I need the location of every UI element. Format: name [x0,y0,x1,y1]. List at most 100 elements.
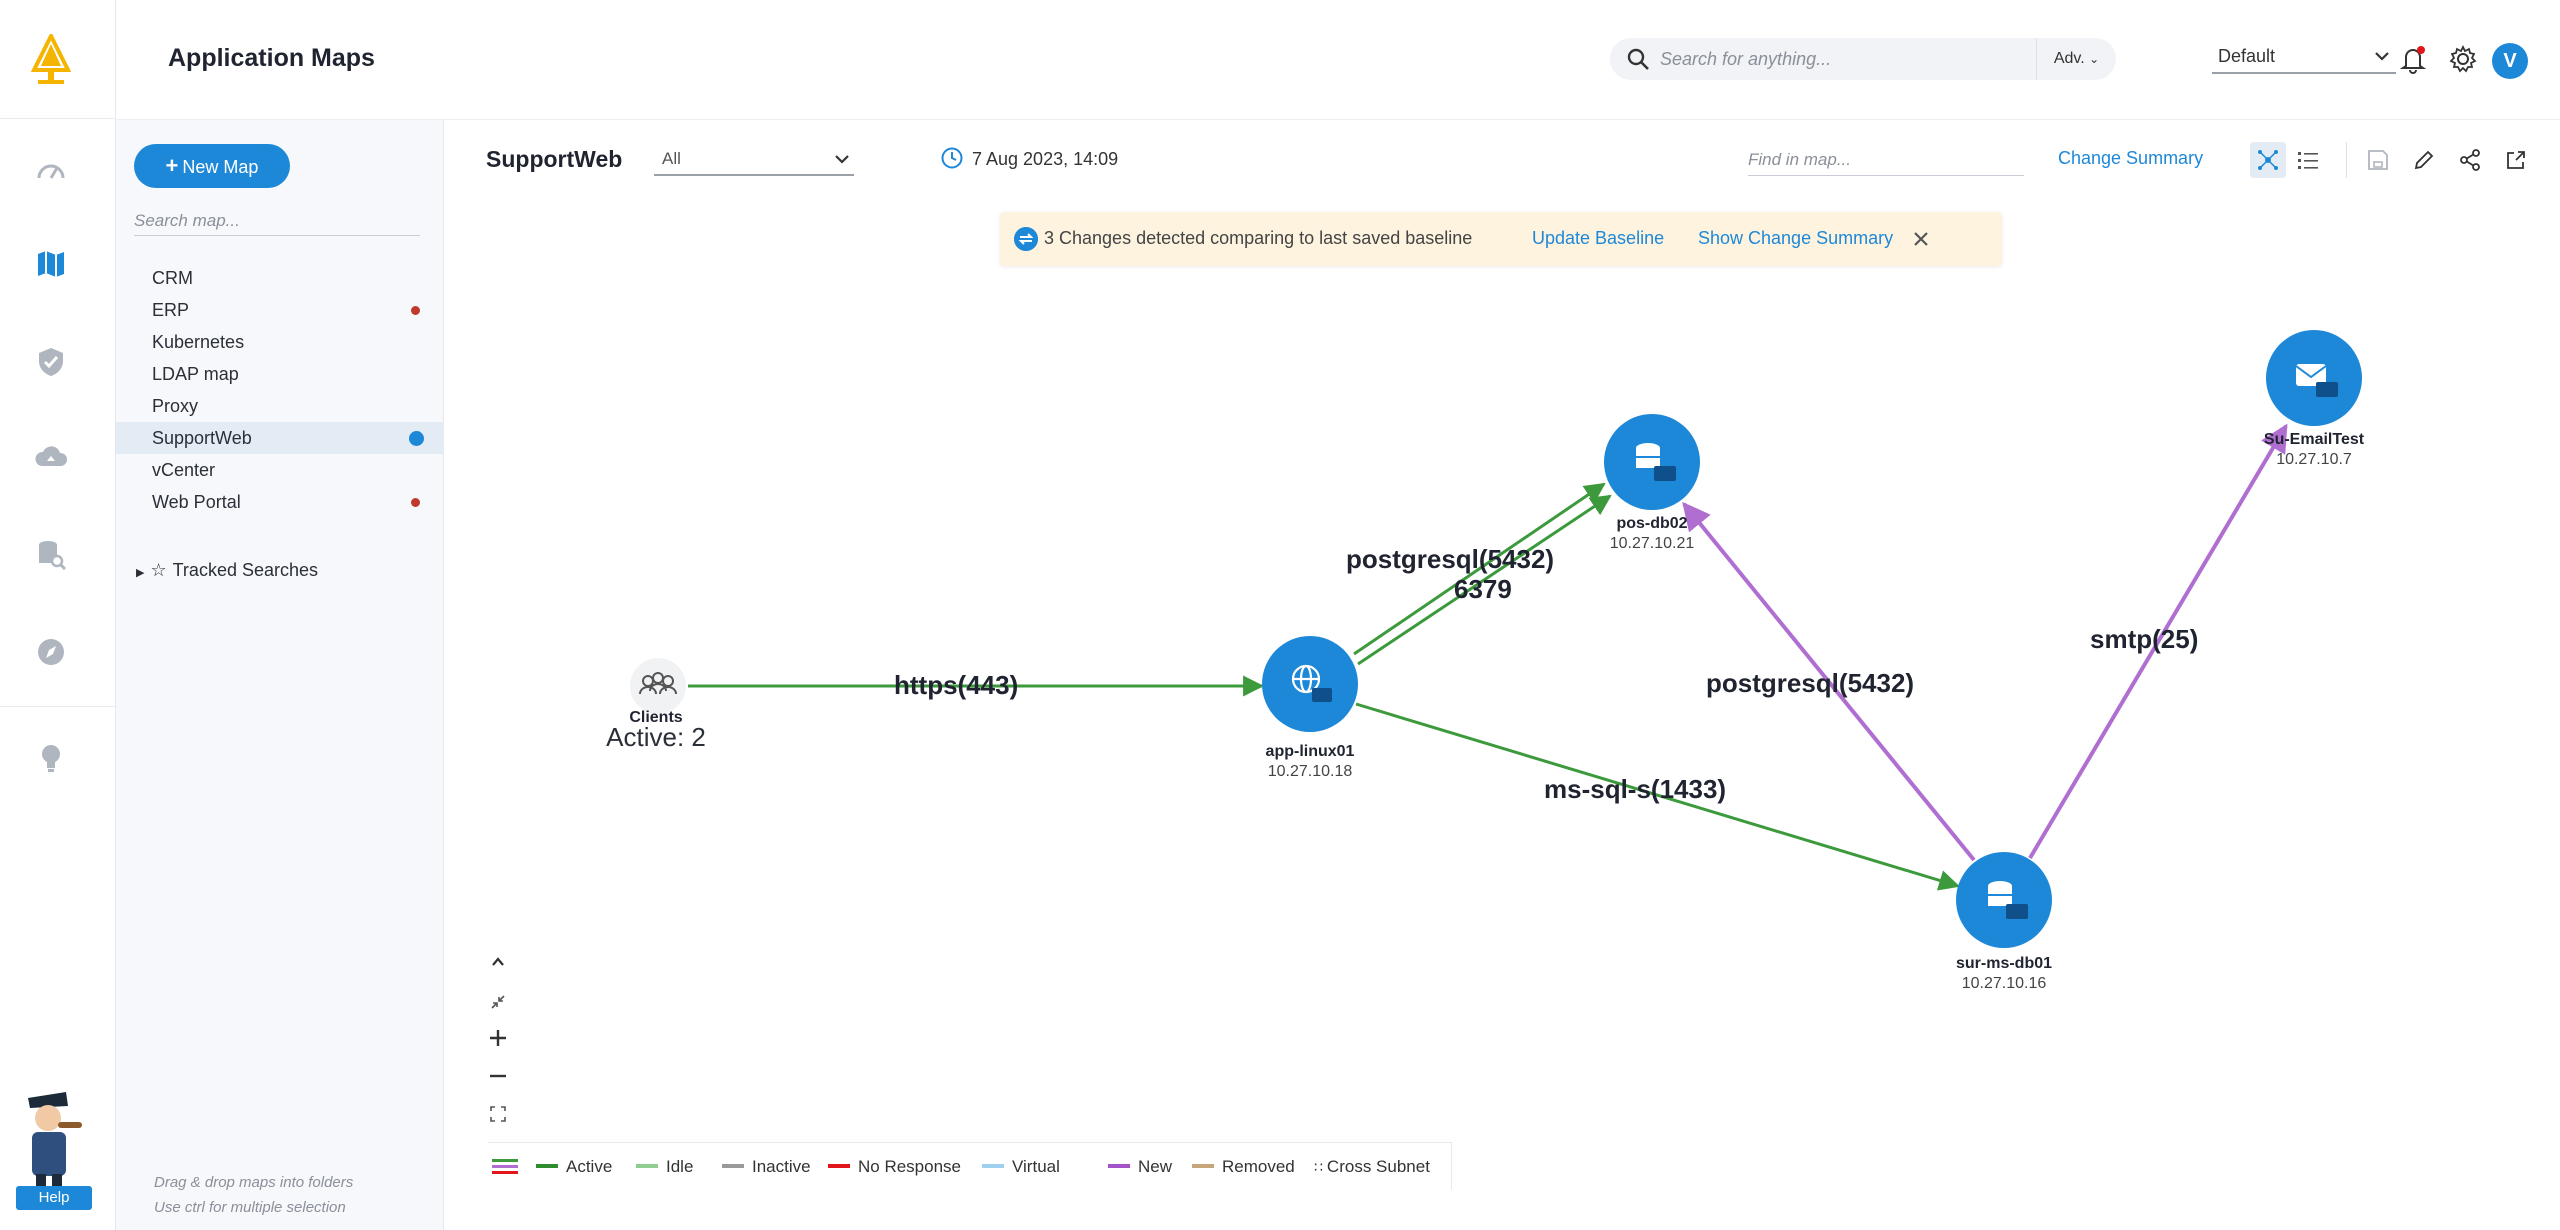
tracked-searches[interactable]: ▶☆Tracked Searches [136,560,318,581]
map-timestamp[interactable]: 7 Aug 2023, 14:09 [940,146,1118,170]
global-search[interactable]: Adv. ⌄ [1610,38,2116,80]
legend-swatch [982,1164,1004,1168]
edge-ms-sql[interactable] [1355,702,1961,891]
help-assistant[interactable]: Help [14,1078,94,1210]
graph-view-button[interactable] [2250,142,2286,178]
export-icon [2507,151,2525,169]
legend-label: Idle [666,1157,694,1176]
maps-sidebar: +New Map CRM ERP Kubernetes LDAP map Pro… [116,120,444,1230]
close-icon [1914,232,1928,246]
user-avatar[interactable]: V [2492,43,2528,79]
map-item-erp[interactable]: ERP [116,294,444,326]
map-search-input[interactable] [134,206,420,236]
search-icon [1627,48,1649,70]
zoom-in-button[interactable] [480,1022,516,1054]
legend-toggle-icon[interactable] [488,1151,522,1183]
database-search-icon[interactable] [33,536,69,572]
find-in-map-input[interactable] [1748,144,2024,176]
map-item-ldap[interactable]: LDAP map [116,358,444,390]
map-item-label: LDAP map [152,364,239,384]
settings-button[interactable] [2446,42,2480,76]
map-item-label: Proxy [152,396,199,416]
environment-select[interactable]: Default [2212,40,2396,74]
node-su-emailtest[interactable]: Su-EmailTest 10.27.10.7 [2264,330,2365,468]
legend-swatch [722,1164,744,1168]
edge-label-smtp[interactable]: smtp(25) [2090,624,2198,654]
export-button[interactable] [2498,142,2534,178]
edge-smtp[interactable] [2028,423,2288,860]
edge-label-postgresql-new[interactable]: postgresql(5432) [1706,668,1914,698]
node-app-name: app-linux01 [1266,743,1355,760]
map-item-vcenter[interactable]: vCenter [116,454,444,486]
edge-label-ms-sql[interactable]: ms-sql-s(1433) [1544,774,1726,804]
pencil-icon [2414,150,2434,170]
map-filter-select[interactable]: All [654,144,854,176]
node-app-ip: 10.27.10.18 [1268,763,1353,780]
edge-6379[interactable] [1357,494,1612,666]
legend-label: Active [566,1157,613,1176]
lightbulb-icon[interactable] [33,740,69,776]
environment-value: Default [2218,46,2276,66]
frame-select-button[interactable] [480,1098,516,1130]
save-button[interactable] [2360,142,2396,178]
edge-label-postgresql[interactable]: postgresql(5432) [1346,544,1554,574]
share-button[interactable] [2452,142,2488,178]
map-item-crm[interactable]: CRM [116,262,444,294]
minus-icon [490,1074,506,1078]
topology-graph[interactable]: https(443) postgresql(5432) 6379 ms-sql-… [444,120,2560,1230]
legend-label: New [1138,1157,1173,1176]
timestamp-value: 7 Aug 2023, 14:09 [972,149,1119,169]
collapse-controls-button[interactable] [480,946,516,978]
bell-icon [2399,46,2427,74]
edge-postgresql-app-pos[interactable] [1353,482,1606,656]
graph-view-icon [2258,150,2278,170]
baseline-change-banner: 3 Changes detected comparing to last sav… [1000,212,2002,266]
legend-item-no-response: No Response [828,1157,961,1177]
shield-icon[interactable] [33,344,69,380]
mail-server-icon [2295,364,2327,386]
edge-postgresql-sur-pos[interactable] [1682,501,1976,862]
edge-label-6379[interactable]: 6379 [1454,574,1512,604]
map-canvas[interactable]: https(443) postgresql(5432) 6379 ms-sql-… [444,120,2560,1230]
map-item-kubernetes[interactable]: Kubernetes [116,326,444,358]
list-icon [2298,152,2318,169]
close-banner-button[interactable] [1908,226,1934,252]
node-sur-ms-db01[interactable]: sur-ms-db01 10.27.10.16 [1956,852,2052,992]
map-item-web-portal[interactable]: Web Portal [116,486,444,518]
map-icon[interactable] [33,246,69,282]
linux-badge-icon [2006,904,2028,919]
update-baseline-link[interactable]: Update Baseline [1532,228,1665,248]
legend-label: Cross Subnet [1326,1157,1430,1176]
list-view-button[interactable] [2290,142,2326,178]
node-clients[interactable]: Clients Active: 2 [606,658,706,752]
map-item-proxy[interactable]: Proxy [116,390,444,422]
fit-to-screen-button[interactable] [480,986,516,1018]
map-item-supportweb[interactable]: SupportWeb [116,422,444,454]
app-logo[interactable] [28,31,74,88]
help-label[interactable]: Help [16,1186,92,1210]
new-map-button[interactable]: +New Map [134,144,290,188]
rail-divider [0,118,116,119]
advanced-search-button[interactable]: Adv. ⌄ [2036,38,2116,80]
legend-item-idle: Idle [636,1157,693,1177]
node-clients-name: Clients [629,709,682,726]
dashboard-icon[interactable] [33,152,69,188]
nav-rail: Help [0,0,116,1230]
node-pos-db02[interactable]: pos-db02 10.27.10.21 [1604,414,1700,552]
node-app-linux01[interactable]: app-linux01 10.27.10.18 [1262,636,1358,780]
legend-swatch [1108,1164,1130,1168]
change-summary-link[interactable]: Change Summary [2058,148,2204,168]
show-change-summary-link[interactable]: Show Change Summary [1698,228,1894,248]
collapse-arrows-icon [491,995,505,1009]
alert-dot-icon [411,306,420,315]
cloud-upload-icon[interactable] [33,440,69,476]
edit-button[interactable] [2406,142,2442,178]
compass-icon[interactable] [33,634,69,670]
star-icon: ☆ [150,560,167,580]
zoom-out-button[interactable] [480,1060,516,1092]
node-sur-name: sur-ms-db01 [1956,955,2052,972]
edge-label-https[interactable]: https(443) [894,670,1018,700]
notifications-button[interactable] [2396,42,2430,76]
search-input[interactable] [1660,46,1960,72]
legend-swatch [636,1164,658,1168]
